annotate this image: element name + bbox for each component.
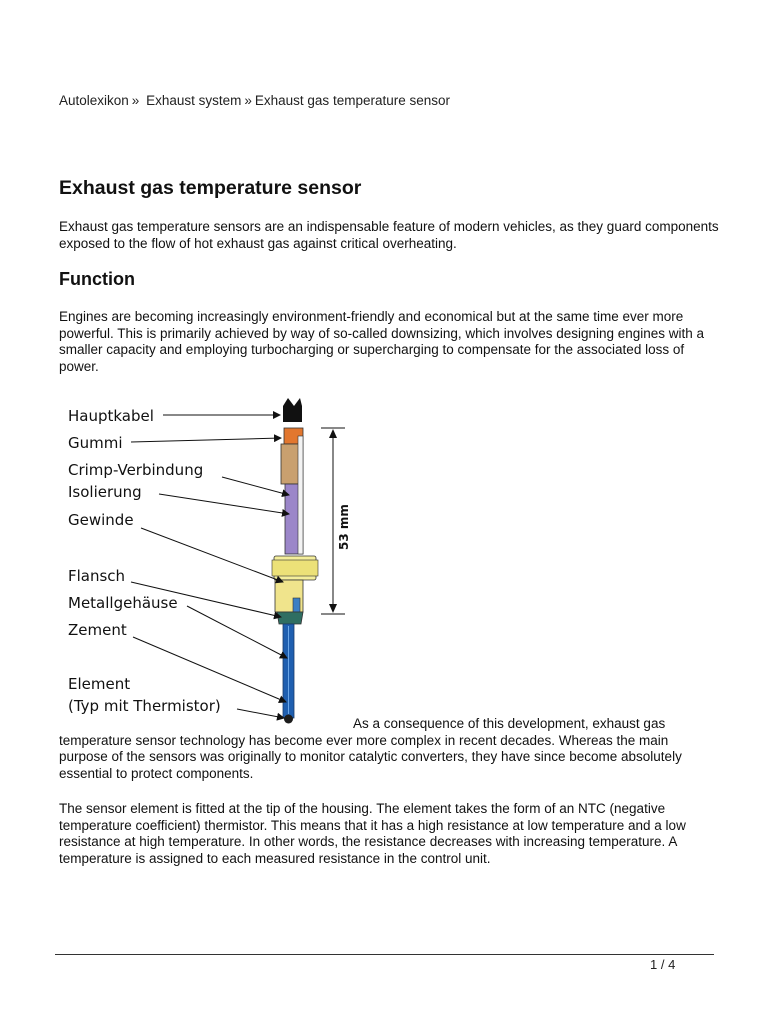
footer-divider [55,954,714,955]
sensor-diagram: Hauptkabel Gummi Crimp-Verbindung Isolie… [59,388,359,728]
label-metallgehaeuse: Metallgehäuse [68,594,178,612]
dimension-label: 53 mm [337,504,351,550]
breadcrumb-current: Exhaust gas temperature sensor [254,93,450,108]
label-gewinde: Gewinde [68,511,134,529]
sensor-illustration [271,398,319,724]
label-isolierung: Isolierung [68,483,142,501]
leader-lines [130,411,290,721]
intro-paragraph: Exhaust gas temperature sensors are an i… [59,219,719,251]
label-element-sub: (Typ mit Thermistor) [68,697,221,715]
label-hauptkabel: Hauptkabel [68,407,154,425]
breadcrumb-separator: » [131,93,140,108]
section-heading-function: Function [59,269,135,289]
function-paragraph-1: Engines are becoming increasingly enviro… [59,309,705,374]
dimension-marker [321,427,345,615]
breadcrumb: Autolexikon» Exhaust system»Exhaust gas … [59,93,450,108]
function-paragraph-2: As a consequence of this development, ex… [59,716,719,782]
label-element: Element [68,675,130,693]
function-paragraph-3: The sensor element is fitted at the tip … [59,801,686,866]
page-number: 1 / 4 [650,957,676,972]
label-flansch: Flansch [68,567,125,585]
breadcrumb-link-exhaust-system[interactable]: Exhaust system [146,93,242,108]
page-title: Exhaust gas temperature sensor [59,177,362,199]
breadcrumb-link-autolexikon[interactable]: Autolexikon [59,93,129,108]
function-paragraph-2-text: As a consequence of this development, ex… [59,716,682,781]
label-crimp-verbindung: Crimp-Verbindung [68,461,203,479]
breadcrumb-separator: » [244,93,252,108]
label-zement: Zement [68,621,127,639]
label-gummi: Gummi [68,434,123,452]
